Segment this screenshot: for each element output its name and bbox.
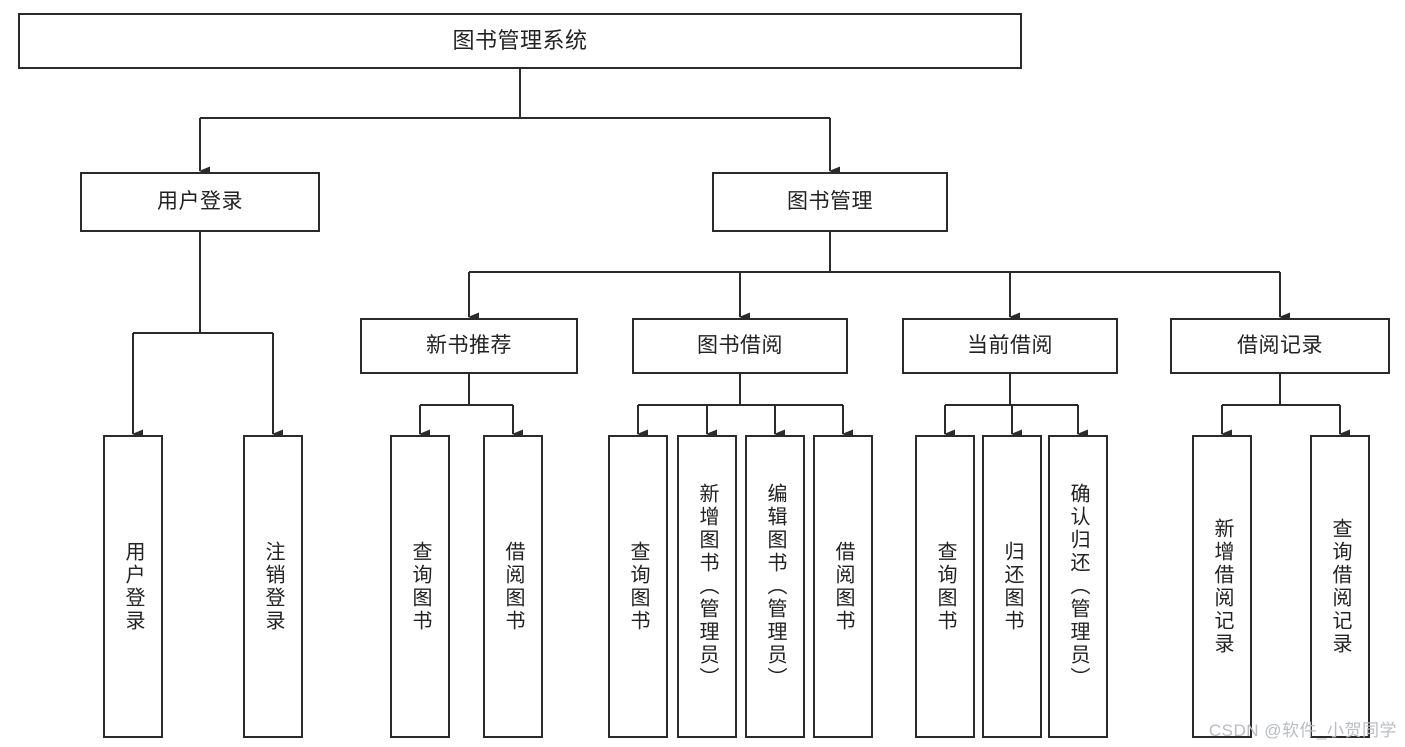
node-leaf-add-book-label: 新增图书（管理员） (696, 483, 718, 690)
node-leaf-edit-book[interactable]: 编辑图书（管理员） (745, 435, 805, 738)
node-current-borrow-label: 当前借阅 (967, 333, 1053, 357)
node-leaf-add-record-label: 新增借阅记录 (1211, 517, 1233, 656)
node-leaf-borrow-book-b[interactable]: 借阅图书 (813, 435, 873, 738)
node-leaf-query-book-a[interactable]: 查询图书 (390, 435, 450, 738)
node-leaf-add-record[interactable]: 新增借阅记录 (1192, 435, 1252, 738)
node-borrow-record[interactable]: 借阅记录 (1170, 318, 1390, 374)
node-user-login-label: 用户登录 (157, 189, 243, 213)
node-leaf-return-book[interactable]: 归还图书 (982, 435, 1042, 738)
node-leaf-borrow-book-a[interactable]: 借阅图书 (483, 435, 543, 738)
node-leaf-borrow-book-a-label: 借阅图书 (502, 540, 524, 633)
node-leaf-add-book[interactable]: 新增图书（管理员） (677, 435, 737, 738)
node-leaf-edit-book-label: 编辑图书（管理员） (764, 483, 786, 690)
node-leaf-query-book-a-label: 查询图书 (409, 540, 431, 633)
node-leaf-query-record-label: 查询借阅记录 (1329, 517, 1351, 656)
node-root-label: 图书管理系统 (452, 28, 588, 54)
node-leaf-query-book-b[interactable]: 查询图书 (608, 435, 668, 738)
node-book-manage[interactable]: 图书管理 (712, 172, 948, 232)
node-book-borrow[interactable]: 图书借阅 (632, 318, 848, 374)
node-book-manage-label: 图书管理 (787, 189, 873, 213)
node-new-book-recommend[interactable]: 新书推荐 (360, 318, 578, 374)
node-leaf-logout[interactable]: 注销登录 (243, 435, 303, 738)
node-leaf-user-login-label: 用户登录 (122, 540, 144, 633)
node-leaf-logout-label: 注销登录 (262, 540, 284, 633)
connector-group (131, 69, 1350, 439)
node-leaf-user-login[interactable]: 用户登录 (103, 435, 163, 738)
node-root[interactable]: 图书管理系统 (18, 13, 1022, 69)
node-leaf-query-book-c-label: 查询图书 (934, 540, 956, 633)
node-leaf-query-record[interactable]: 查询借阅记录 (1310, 435, 1370, 738)
node-book-borrow-label: 图书借阅 (697, 333, 783, 357)
node-leaf-confirm-return[interactable]: 确认归还（管理员） (1048, 435, 1108, 738)
node-leaf-query-book-c[interactable]: 查询图书 (915, 435, 975, 738)
node-new-book-recommend-label: 新书推荐 (426, 333, 512, 357)
node-current-borrow[interactable]: 当前借阅 (902, 318, 1118, 374)
node-user-login[interactable]: 用户登录 (80, 172, 320, 232)
node-leaf-return-book-label: 归还图书 (1001, 540, 1023, 633)
node-leaf-confirm-return-label: 确认归还（管理员） (1067, 483, 1089, 690)
node-leaf-borrow-book-b-label: 借阅图书 (832, 540, 854, 633)
watermark-label: CSDN @软件_小贺同学 (1208, 721, 1397, 740)
node-borrow-record-label: 借阅记录 (1237, 333, 1323, 357)
node-leaf-query-book-b-label: 查询图书 (627, 540, 649, 633)
